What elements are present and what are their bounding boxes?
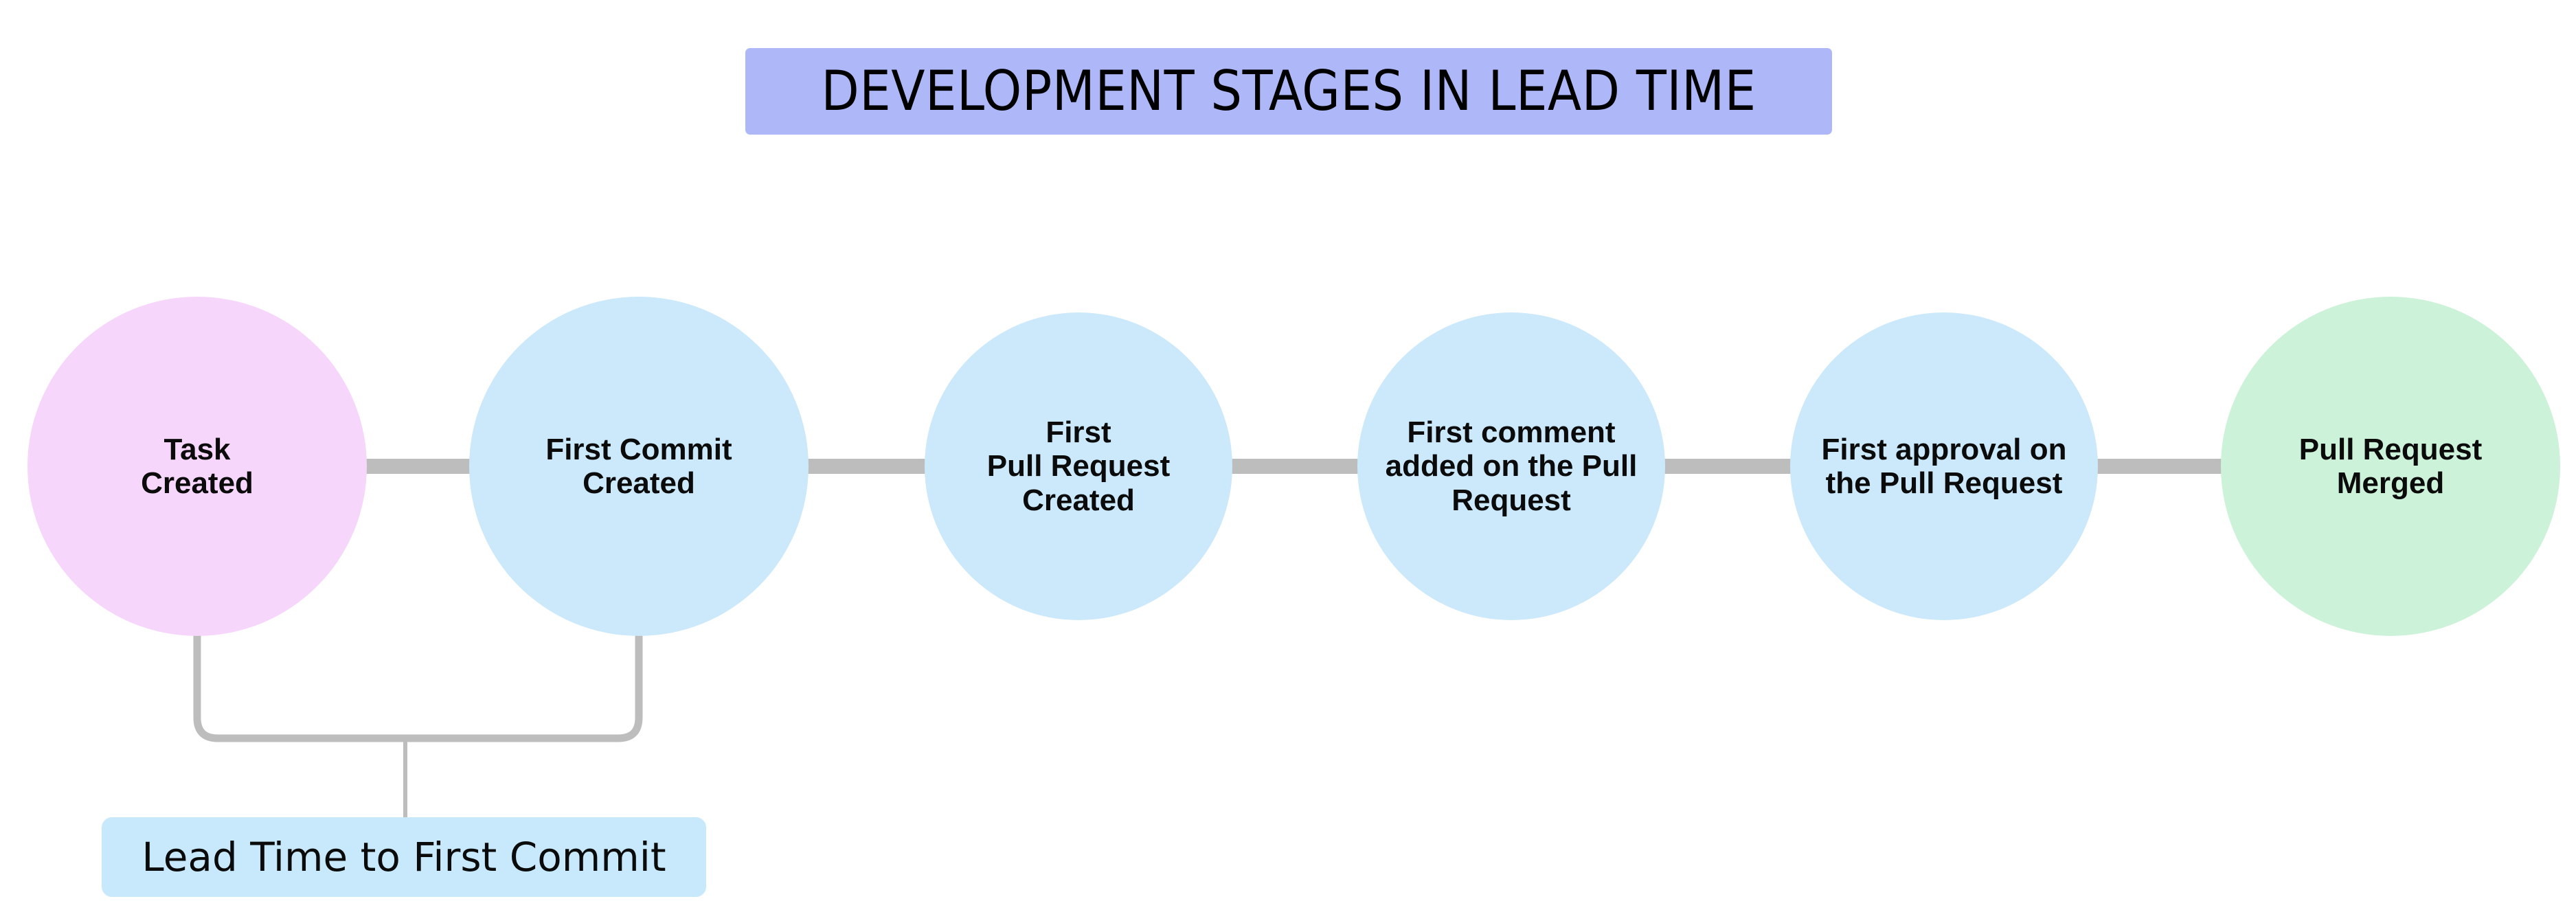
connector-first-pull-request-to-first-comment	[1230, 459, 1360, 474]
stage-label-task-created: Task Created	[141, 432, 253, 500]
stage-label-first-commit: First Commit Created	[545, 432, 732, 500]
lead-time-annotation-box[interactable]: Lead Time to First Commit	[102, 817, 706, 897]
stage-node-first-approval[interactable]: First approval on the Pull Request	[1790, 312, 2098, 620]
connector-first-approval-to-pull-request-merged	[2094, 459, 2224, 474]
connector-first-comment-to-first-approval	[1662, 459, 1793, 474]
diagram-title-banner: DEVELOPMENT STAGES IN LEAD TIME	[745, 48, 1832, 135]
lead-time-annotation-label: Lead Time to First Commit	[142, 834, 666, 880]
stage-node-pull-request-merged[interactable]: Pull Request Merged	[2221, 297, 2560, 636]
stage-label-first-approval: First approval on the Pull Request	[1821, 432, 2067, 500]
stage-label-first-pull-request: First Pull Request Created	[986, 415, 1171, 517]
bracket-path	[193, 618, 643, 742]
stage-node-first-commit[interactable]: First Commit Created	[469, 297, 809, 636]
connector-task-created-to-first-commit	[363, 459, 473, 474]
stage-label-first-comment: First comment added on the Pull Request	[1385, 415, 1638, 517]
stage-label-pull-request-merged: Pull Request Merged	[2298, 432, 2483, 500]
stage-node-task-created[interactable]: Task Created	[27, 297, 367, 636]
stage-node-first-pull-request[interactable]: First Pull Request Created	[925, 312, 1232, 620]
connector-first-commit-to-first-pull-request	[805, 459, 927, 474]
page-title: DEVELOPMENT STAGES IN LEAD TIME	[821, 59, 1756, 123]
lead-time-bracket	[193, 618, 643, 817]
stage-node-first-comment[interactable]: First comment added on the Pull Request	[1357, 312, 1665, 620]
